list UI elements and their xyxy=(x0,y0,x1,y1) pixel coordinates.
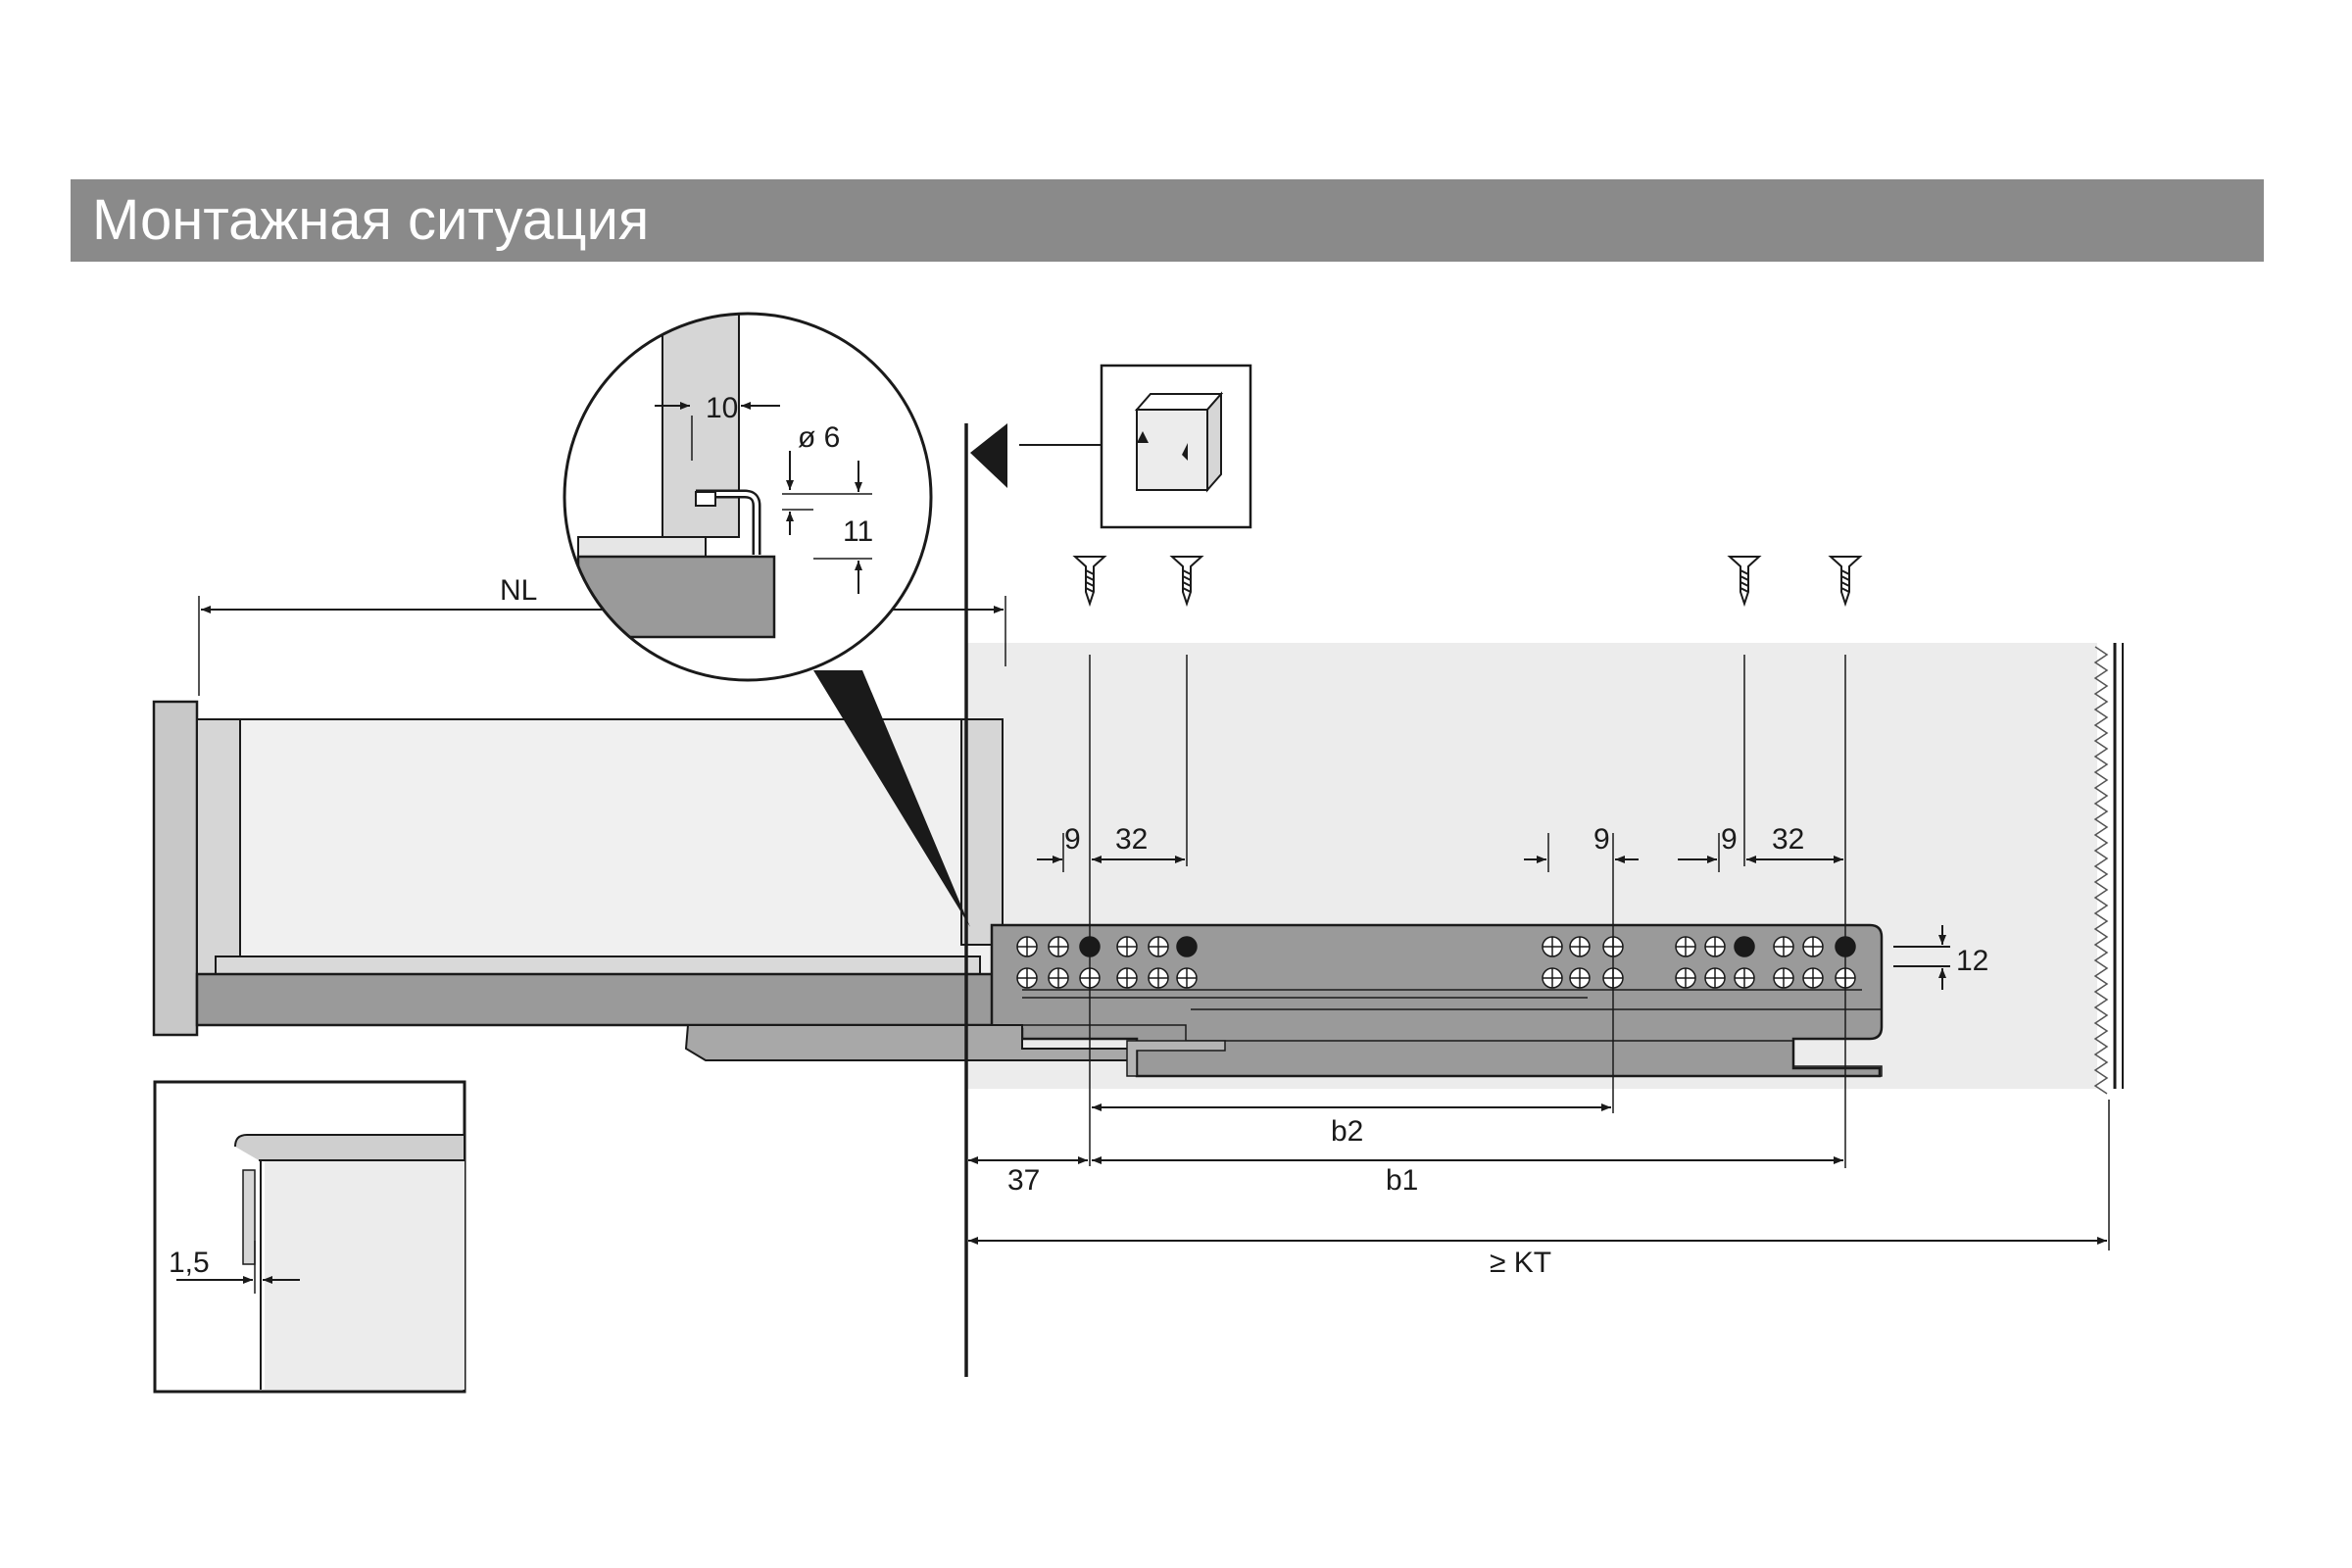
runner-carriage xyxy=(1126,1040,1226,1077)
mounting-hole-cross xyxy=(1803,937,1823,956)
mounting-hole-cross xyxy=(1049,937,1068,956)
drawer-back xyxy=(960,718,1004,946)
mounting-hole-cross xyxy=(1117,968,1137,988)
inset-detail-box xyxy=(153,1080,466,1394)
dim-nl: NL xyxy=(500,574,537,607)
view-arrow-icon xyxy=(970,423,1007,488)
detail-circle xyxy=(563,312,933,682)
screw-center-lines xyxy=(198,596,2110,1250)
screw-icon-3 xyxy=(1727,556,1762,608)
mounting-hole-cross xyxy=(1774,937,1793,956)
drawer-side-front-edge xyxy=(196,718,241,979)
mounting-hole-cross xyxy=(1705,937,1725,956)
dim-9a: 9 xyxy=(1064,823,1081,856)
mounting-hole-cross xyxy=(1149,968,1168,988)
mounting-hole-cross xyxy=(1017,968,1037,988)
dim-37: 37 xyxy=(1007,1164,1040,1197)
section-title: Монтажная ситуация xyxy=(92,188,650,252)
mounting-hole-cross xyxy=(1705,968,1725,988)
detail-dim-11: 11 xyxy=(843,515,873,548)
mounting-hole-cross xyxy=(1049,968,1068,988)
screw-icon-2 xyxy=(1169,556,1204,608)
dim-b2: b2 xyxy=(1331,1115,1363,1148)
mounting-hole-cross xyxy=(1117,937,1137,956)
mounting-hole-cross xyxy=(1570,968,1590,988)
mounting-hole-cross xyxy=(1676,937,1695,956)
dim-b1: b1 xyxy=(1386,1164,1418,1197)
screw-icon-4 xyxy=(1828,556,1863,608)
cabinet-rear-wall xyxy=(2093,643,2124,1095)
mounting-hole-cross xyxy=(1177,968,1197,988)
mounting-hole xyxy=(1176,936,1198,957)
runner-mounting-holes xyxy=(1016,936,1856,989)
dim-12: 12 xyxy=(1956,945,1988,977)
mounting-hole-cross xyxy=(1774,968,1793,988)
dim-kt: ≥ KT xyxy=(1490,1247,1551,1279)
dim-32b: 32 xyxy=(1772,823,1804,856)
mounting-hole-cross xyxy=(1803,968,1823,988)
drawer-front xyxy=(152,700,199,1037)
mounting-hole-cross xyxy=(1017,937,1037,956)
dim-9c: 9 xyxy=(1721,823,1738,856)
detail-dim-dia6: ø 6 xyxy=(798,421,840,454)
cabinet-view-icon xyxy=(1100,364,1252,529)
drawer-bottom-panel xyxy=(215,956,981,975)
mounting-hole-cross xyxy=(1735,968,1754,988)
mounting-hole-cross xyxy=(1543,968,1562,988)
inset-dim-1-5: 1,5 xyxy=(169,1247,210,1279)
dim-9b: 9 xyxy=(1593,823,1610,856)
detail-pointer xyxy=(813,670,970,927)
dim-32a: 32 xyxy=(1115,823,1148,856)
mounting-hole-cross xyxy=(1676,968,1695,988)
screw-icons xyxy=(1072,556,1863,608)
section-title-bar: Монтажная ситуация xyxy=(71,179,2264,262)
mounting-hole-cross xyxy=(1543,937,1562,956)
detail-dim-10: 10 xyxy=(706,392,738,424)
screw-icon-1 xyxy=(1072,556,1107,608)
mounting-hole-cross xyxy=(1149,937,1168,956)
mounting-hole-cross xyxy=(1570,937,1590,956)
mounting-hole xyxy=(1734,936,1755,957)
drawer-base xyxy=(195,972,1024,1027)
